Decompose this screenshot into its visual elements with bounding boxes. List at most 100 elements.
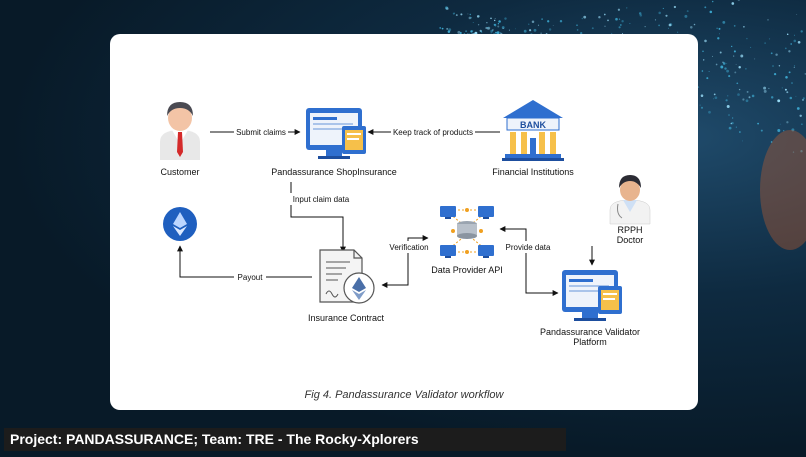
background-dot (591, 27, 594, 30)
node-label-financial-institutions: Financial Institutions (492, 167, 574, 177)
background-dot (472, 30, 474, 32)
background-dot (731, 2, 735, 5)
background-dot (757, 122, 759, 125)
background-dot (770, 141, 773, 143)
edge-payout: Payout (177, 245, 312, 283)
background-dot (726, 105, 730, 108)
background-dot (708, 110, 711, 114)
background-dot (472, 21, 474, 23)
background-dot (714, 96, 718, 100)
background-dot (548, 28, 552, 31)
edge-label-provide-data: Provide data (506, 243, 551, 252)
background-dot (460, 13, 463, 16)
background-dot (728, 126, 732, 130)
background-dot (718, 33, 721, 35)
background-dot (502, 27, 504, 29)
background-dot (786, 121, 789, 124)
background-dot (702, 59, 705, 61)
background-dot (576, 29, 579, 31)
background-dot (726, 69, 730, 73)
background-dot (737, 0, 740, 1)
contract-document-icon (319, 249, 375, 304)
background-dot (677, 31, 679, 33)
background-dot (547, 20, 550, 23)
doctor-icon (609, 175, 651, 225)
diagram-card: Submit claims Keep track of products Inp… (110, 34, 698, 410)
figure-caption: Fig 4. Pandassurance Validator workflow (304, 389, 504, 401)
background-dot (717, 37, 720, 40)
background-dot (559, 19, 563, 23)
background-dot (746, 90, 749, 93)
background-dot (603, 13, 606, 16)
background-dot (495, 31, 497, 34)
background-dot (716, 27, 718, 30)
background-dot (658, 24, 660, 27)
background-dot (746, 37, 748, 40)
background-dot (767, 19, 769, 21)
background-dot (790, 43, 793, 45)
edge-label-input-claim: Input claim data (293, 195, 350, 204)
background-dot (772, 65, 774, 67)
node-label-data-provider-api: Data Provider API (431, 265, 503, 275)
workflow-diagram: Submit claims Keep track of products Inp… (160, 100, 651, 347)
background-dot (743, 25, 745, 28)
background-dot (793, 66, 795, 68)
background-dot (773, 72, 777, 76)
background-dot (552, 24, 554, 26)
background-dot (619, 24, 622, 26)
background-dot (789, 96, 793, 100)
node-validator-platform: Pandassurance Validator Platform (540, 270, 640, 347)
background-dot (708, 71, 710, 72)
node-label-customer: Customer (160, 167, 199, 177)
background-dot (468, 16, 472, 20)
computer-screen-icon (562, 270, 622, 321)
background-dot (621, 20, 624, 23)
background-dot (735, 126, 737, 128)
background-dot (702, 50, 704, 53)
customer-icon (160, 102, 200, 160)
background-dot (504, 17, 507, 20)
background-dot (496, 31, 500, 35)
background-dot (604, 25, 606, 27)
background-dot (662, 7, 664, 9)
edge-provide-data: Provide data (499, 226, 559, 296)
background-dot (800, 30, 803, 33)
background-dot (490, 17, 492, 20)
background-dot (700, 106, 704, 109)
background-dot (459, 32, 462, 34)
background-dot (799, 114, 802, 118)
background-dot (514, 28, 516, 30)
background-dot (492, 29, 494, 31)
background-dot (618, 26, 621, 29)
background-dot (724, 67, 727, 70)
background-dot (701, 70, 704, 72)
background-dot (726, 63, 728, 64)
background-dot (470, 30, 473, 33)
background-dot (495, 23, 497, 25)
background-dot (801, 123, 803, 125)
background-dot (740, 54, 744, 58)
background-dot (800, 150, 803, 153)
background-dot (439, 27, 442, 29)
background-dot (639, 14, 643, 17)
background-dot (457, 30, 461, 34)
edge-verification: Verification (381, 235, 431, 288)
background-dot (455, 14, 458, 17)
background-dot (665, 14, 668, 17)
background-dot (784, 47, 787, 50)
background-dot (700, 94, 704, 97)
background-dot (768, 87, 770, 89)
background-dot (690, 26, 693, 29)
background-dot (533, 28, 537, 32)
background-dot (754, 58, 756, 60)
background-dot (802, 97, 805, 100)
background-dot (711, 0, 714, 3)
background-dot (498, 20, 501, 23)
bank-sign-text: BANK (520, 120, 546, 130)
background-dot (528, 23, 530, 25)
background-dot (583, 15, 587, 19)
background-dot (786, 33, 789, 36)
background-dot (760, 129, 763, 132)
background-dot (501, 26, 505, 29)
background-dot (487, 27, 489, 29)
